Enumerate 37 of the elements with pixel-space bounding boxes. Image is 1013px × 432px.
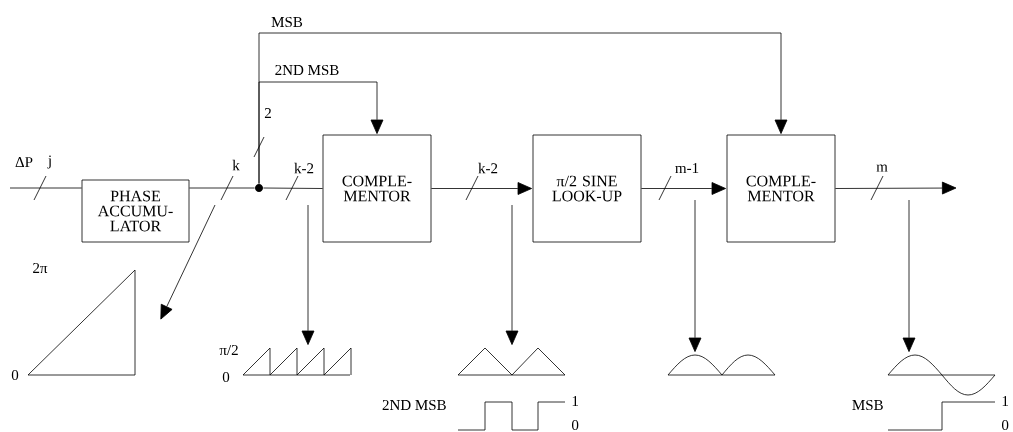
connector-arrow [160, 204, 216, 320]
connector-arrow [835, 181, 957, 195]
sawtooth-waveform [242, 347, 352, 376]
block-box: π/2 SINE LOOK-UP [532, 134, 642, 243]
edge-label: m-1 [675, 163, 699, 173]
connector-arrow [641, 182, 726, 195]
rectified-sine-waveform [667, 354, 776, 376]
block-box: COMPLE-MENTOR [726, 134, 836, 243]
edge-label: j [47, 155, 51, 169]
connector-arrow [505, 204, 519, 345]
bus-width: 2 [264, 108, 271, 118]
edge-label: m [876, 164, 888, 172]
signal-name: 2ND MSB [382, 399, 446, 411]
connector-arrow [431, 182, 532, 195]
signal-name: MSB [852, 399, 883, 411]
edge-label: k [232, 159, 240, 171]
connector-arrow [688, 199, 702, 352]
level-label: 1 [572, 396, 578, 406]
connector-arrow [902, 199, 916, 352]
block-box: COMPLE-MENTOR [322, 134, 432, 243]
axis-value: 0 [11, 369, 19, 381]
level-label: 1 [1002, 396, 1008, 406]
connector-arrow [301, 204, 315, 345]
connector-arrow [258, 32, 788, 184]
axis-value: 2π [33, 262, 48, 274]
axis-value: 0 [222, 371, 230, 383]
triangle-waveform [457, 347, 566, 376]
level-label: 0 [1001, 419, 1009, 431]
signal-name: ΔP [15, 157, 33, 167]
block-box: PHASE ACCUMU-LATOR [81, 179, 190, 243]
sine-waveform [887, 354, 996, 396]
axis-value: π/2 [219, 344, 238, 356]
edge-label: 2ND MSB [275, 64, 339, 76]
level-label: 0 [571, 419, 579, 431]
edge-label: k-2 [294, 162, 314, 174]
edge-label: k-2 [478, 162, 498, 174]
edge-label: MSB [271, 16, 303, 28]
